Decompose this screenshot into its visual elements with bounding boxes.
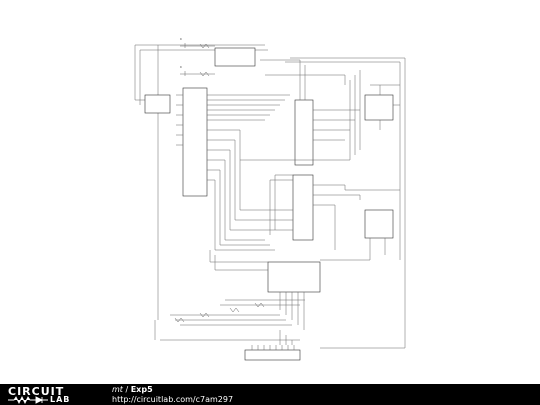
ic-upper-center xyxy=(294,99,314,166)
ic-connector-left xyxy=(144,94,171,114)
ic-lower xyxy=(267,261,321,293)
microcontroller xyxy=(182,87,208,197)
ic-middle-center xyxy=(292,174,314,241)
logo-top-text: CIRCUIT xyxy=(8,385,65,398)
middle-wiring xyxy=(214,130,400,261)
schematic-diagram: R R xyxy=(134,37,406,361)
circuit-url[interactable]: http://circuitlab.com/c7am297 xyxy=(112,395,234,404)
ic-upper-right xyxy=(364,94,394,121)
resistor-diode-icon xyxy=(8,396,48,404)
lower-wiring xyxy=(170,250,305,330)
ic-top xyxy=(214,47,256,67)
schematic-canvas: R R xyxy=(134,37,406,361)
wire-net-frame xyxy=(134,44,406,349)
microcontroller-pins xyxy=(176,94,290,181)
header-pins xyxy=(251,330,295,350)
owner-name[interactable]: mt xyxy=(112,385,123,394)
footer-bar: CIRCUIT LAB mt / Exp5 http://circuitlab.… xyxy=(0,384,540,405)
svg-text:R: R xyxy=(180,37,182,41)
ic-lower-right xyxy=(364,209,394,239)
circuit-title-line: mt / Exp5 xyxy=(112,385,153,394)
title-separator: / xyxy=(122,385,131,394)
upper-right-wiring xyxy=(240,65,400,161)
header-connector xyxy=(244,349,301,361)
circuit-title: Exp5 xyxy=(130,385,153,394)
svg-text:R: R xyxy=(180,65,182,69)
circuitlab-logo[interactable]: CIRCUIT LAB xyxy=(8,385,94,404)
top-resistor-row: R R xyxy=(180,37,215,77)
logo-bottom-text: LAB xyxy=(50,395,71,404)
bottom-resistor-row xyxy=(174,302,265,323)
